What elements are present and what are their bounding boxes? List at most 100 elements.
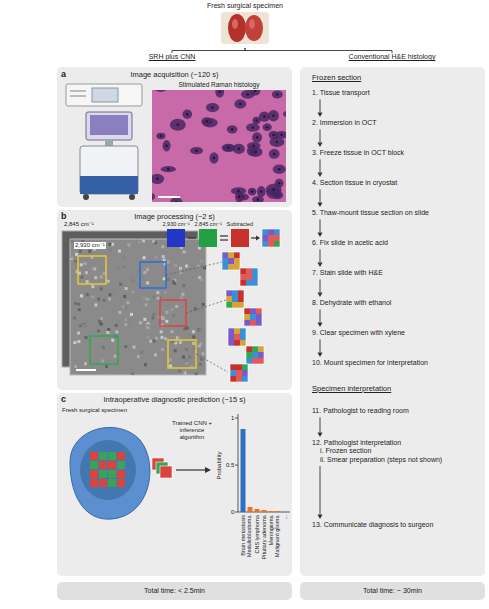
texture-dot [194,307,197,310]
texture-dot [111,243,114,246]
patch-mosaics [222,229,280,382]
texture-dot [100,317,103,320]
patch-stack-part [176,469,206,470]
mosaic-cell [222,252,228,258]
channel-tiles-part [188,237,196,238]
texture-dot [86,293,89,296]
channel-tiles-part [167,229,185,247]
patch-leaders-part [186,300,226,313]
connector [318,159,323,177]
nucleus [231,128,234,131]
srh-device-part [105,140,113,146]
nucleus [205,120,208,123]
arrow-head [318,353,323,358]
image-texture [70,239,206,375]
texture-dot [151,316,154,319]
mosaic-cell [268,235,274,241]
arrow-head [318,263,323,268]
axis-label: ... [282,515,289,520]
connector-line [245,48,392,53]
patch-stack-part [160,466,172,478]
nucleus [239,103,242,106]
mosaic-cell [232,296,238,302]
step-item: 3. Freeze tissue in OCT block [310,148,406,158]
texture-dot [142,239,145,242]
srh-device-part [66,84,142,106]
texture-dot [145,303,148,306]
step-text: 9. Clear specimen with xylene [312,329,405,337]
mosaic-frame [226,290,244,308]
panel-ground [57,210,292,390]
specimen-photo [221,12,269,44]
cell [247,142,261,149]
texture-dot [113,355,116,358]
figure-label: 2,930 cm⁻¹ [74,242,106,249]
texture-dot [126,247,129,250]
mosaic-cell [262,229,268,235]
raw-images-part [70,239,206,375]
texture-dot [161,348,164,351]
texture-dot [101,359,104,362]
mosaic-cell [246,346,252,352]
texture-dot [80,294,83,297]
texture-dot [74,302,77,305]
texture-dot [161,317,164,320]
mosaic-cell [240,268,246,274]
patch-cell [117,452,125,460]
mosaic-cell [274,235,280,241]
texture-dot [185,264,188,267]
texture-dot [131,252,134,255]
texture-dot [163,277,166,280]
patch-stack [152,458,211,478]
mosaic-cell [258,346,264,352]
step-text: 1. Tissue transport [312,89,370,97]
cell [201,117,212,126]
probability-chart-part [235,465,238,466]
texture-dot [179,341,182,344]
texture-dot [188,334,191,337]
mosaic-cell [234,252,240,258]
node-text: Image acquisition (~120 s) [57,70,292,79]
raw-images [62,231,206,376]
mosaic-cell [252,280,258,286]
texture-dot [99,322,102,325]
texture-dot [107,280,110,283]
mosaic-frame [240,268,258,286]
texture-dot [192,330,195,333]
nucleus [195,149,198,152]
mosaic-cell [244,320,250,326]
arrow-head [318,203,323,208]
texture-dot [203,267,206,270]
texture-dot [143,297,146,300]
texture-dot [105,365,108,368]
texture-dot [195,373,198,375]
step-item: 8. Dehydrate with ethanol [310,298,393,308]
nucleus [160,135,163,138]
texture-dot [115,331,118,334]
texture-dot [82,324,85,327]
step-item: 10. Mount specimen for interpretation [310,358,430,368]
mosaic-cell [242,364,248,370]
mosaic-cell [256,320,262,326]
mosaic-cell [258,352,264,358]
texture-dot [74,260,77,263]
mosaic-cell [230,364,236,370]
node-text: Conventional H&E histology [342,53,442,61]
patch-cell [90,452,98,460]
patch-cell [90,470,98,478]
texture-dot [124,323,127,326]
step-text: 7. Stain slide with H&E [312,269,383,277]
connector [318,249,323,267]
mosaic-cell [226,296,232,302]
mosaic-cell [262,241,268,247]
texture-dot [107,328,110,331]
patch-cell [90,479,98,487]
cell [283,111,286,118]
nucleus [252,144,255,147]
mosaic-cell [250,308,256,314]
texture-dot [97,329,100,332]
texture-dot [164,291,167,294]
node-text: Stimulated Raman histology [152,81,286,89]
texture-dot [77,303,80,306]
mosaic-cell [256,314,262,320]
